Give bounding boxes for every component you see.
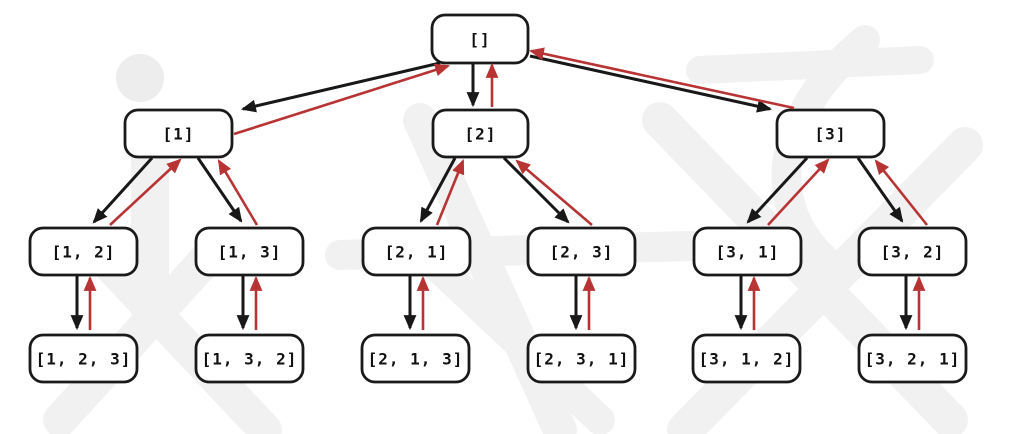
backtrack-arrow-n21-to-n2 [435, 159, 465, 226]
watermark-stroke [415, 245, 615, 434]
node-label: [2, 1, 3] [368, 350, 464, 369]
node-box [361, 226, 472, 277]
node-label: [2, 3, 1] [534, 350, 630, 369]
recursion-arrow-n3-to-n31 [746, 156, 809, 224]
tree-node-n231: [2, 3, 1] [526, 333, 637, 384]
node-label: [2, 3] [550, 243, 614, 262]
node-box [123, 108, 234, 159]
backtrack-arrow-n13-to-n1 [217, 159, 259, 226]
node-box [360, 333, 471, 384]
node-box [857, 226, 968, 277]
recursion-arrow-root-to-n3 [529, 54, 773, 113]
tree-node-n32: [3, 2] [857, 226, 968, 277]
node-box [194, 333, 305, 384]
node-box [431, 108, 530, 159]
node-label: [1, 2, 3] [36, 350, 132, 369]
recursion-arrow-n2-to-n23 [502, 156, 570, 224]
recursion-arrow-n2-to-n21 [419, 157, 457, 223]
recursion-arrow-n1-to-n13 [196, 157, 243, 223]
recursion-arrow-n1-to-n12 [92, 156, 154, 224]
node-box [526, 333, 637, 384]
node-label: [1] [163, 125, 195, 144]
node-label: [1, 3, 2] [202, 350, 298, 369]
recursion-arrow-root-to-n1 [240, 61, 441, 113]
tree-node-n13: [1, 3] [194, 226, 305, 277]
node-label: [] [469, 30, 490, 49]
tree-node-n132: [1, 3, 2] [194, 333, 305, 384]
tree-node-n312: [3, 1, 2] [691, 333, 802, 384]
node-label: [1, 2] [52, 243, 116, 262]
node-box [857, 333, 968, 384]
backtrack-arrow-n31-to-n3 [767, 158, 830, 226]
node-label: [2] [465, 125, 497, 144]
backtrack-arrow-n1-to-root [233, 63, 451, 136]
tree-node-n2: [2] [431, 108, 530, 159]
watermark-stroke [686, 46, 934, 84]
node-box [526, 226, 637, 277]
node-box [691, 333, 802, 384]
backtrack-arrow-n23-to-n2 [515, 159, 593, 226]
tree-node-n31: [3, 1] [692, 226, 803, 277]
node-box [28, 226, 139, 277]
tree-node-n23: [2, 3] [526, 226, 637, 277]
watermark-stroke [43, 238, 227, 434]
watermark-stroke [88, 243, 282, 434]
node-label: [3, 1] [716, 243, 780, 262]
tree-node-n12: [1, 2] [28, 226, 139, 277]
tree-node-n21: [2, 1] [361, 226, 472, 277]
node-label: [2, 1] [385, 243, 449, 262]
node-box [692, 226, 803, 277]
tree-node-n321: [3, 2, 1] [857, 333, 968, 384]
node-box [28, 333, 139, 384]
tree-node-root: [] [430, 13, 530, 65]
backtrack-arrow-n12-to-n1 [109, 158, 182, 226]
node-box [775, 108, 886, 159]
tree-node-n123: [1, 2, 3] [28, 333, 139, 384]
node-label: [3, 2] [881, 243, 945, 262]
recursion-arrow-n3-to-n32 [856, 157, 904, 223]
tree-node-n213: [2, 1, 3] [360, 333, 471, 384]
node-box [194, 226, 305, 277]
node-label: [3] [815, 125, 847, 144]
tree-node-n3: [3] [775, 108, 886, 159]
node-box [430, 13, 530, 65]
node-label: [1, 3] [218, 243, 282, 262]
watermark-dot [116, 54, 164, 102]
backtrack-arrow-n3-to-root [528, 47, 795, 110]
backtrack-arrow-n32-to-n3 [874, 159, 929, 226]
node-label: [3, 2, 1] [865, 350, 961, 369]
node-label: [3, 1, 2] [699, 350, 795, 369]
tree-node-n1: [1] [123, 108, 234, 159]
